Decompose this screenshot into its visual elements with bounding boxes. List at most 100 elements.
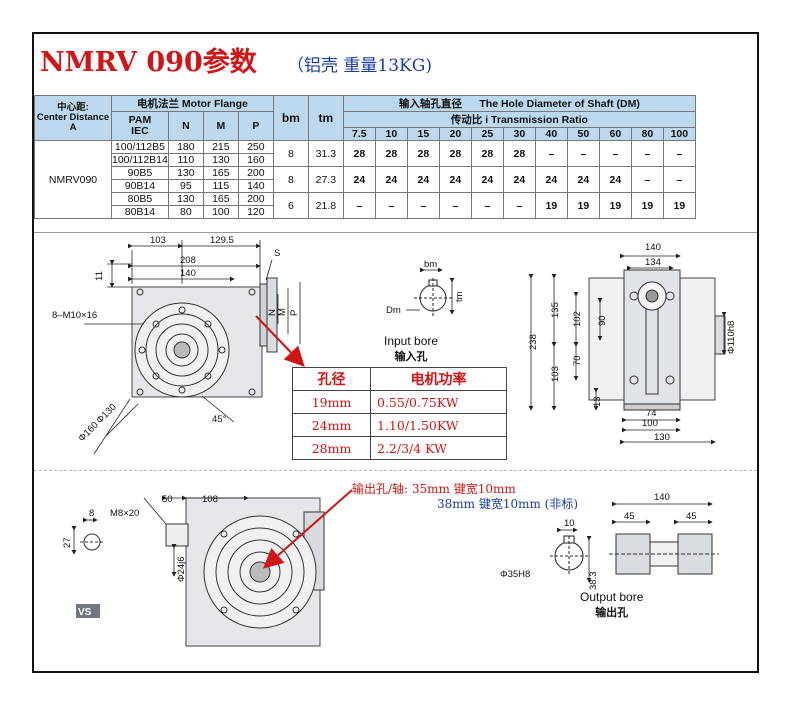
svg-text:27: 27 [62,537,73,548]
power-table: 孔径 电机功率 19mm 0.55/0.75KW 24mm 1.10/1.50K… [292,367,507,460]
hole-diameter-cell: – [374,192,408,219]
svg-text:S: S [274,248,280,259]
power-value: 1.10/1.50KW [370,413,507,437]
svg-text:Φ110h8: Φ110h8 [726,321,737,354]
page-subtitle: （铝壳 重量13KG) [287,56,432,76]
section-divider [34,470,757,471]
output-bore-caption: Output bore 输出孔 [580,590,644,619]
output-shaft-labels: 140 45 45 [624,492,697,522]
svg-text:Φ24j6: Φ24j6 [176,556,187,582]
svg-text:bm: bm [424,259,437,270]
svg-text:Dm: Dm [386,305,401,316]
svg-text:10: 10 [564,518,575,529]
ratio-header: 传动比 i Transmission Ratio [342,111,696,128]
svg-text:8: 8 [89,508,94,519]
svg-text:13: 13 [592,396,603,407]
vs-badge: VS [76,604,100,618]
hole-diameter-cell: 24 [438,166,472,193]
output-pointer-arrow [263,489,353,569]
hole-diameter-cell: 28 [470,140,504,167]
p-header: P [237,111,274,141]
output-note-35: 输出孔/轴: 35mm 键宽10mm [352,482,516,496]
side-view-drawing [588,269,726,411]
input-bore-caption: Input bore 输入孔 [384,334,439,363]
svg-text:P: P [289,310,300,316]
ratio-cell: 40 [534,127,568,141]
svg-text:45: 45 [624,511,635,522]
flange-dim-cell: 100 [202,205,239,219]
ratio-cell: 15 [406,127,440,141]
svg-text:140: 140 [654,492,670,503]
svg-text:102: 102 [572,311,583,327]
hole-diameter-cell: 19 [662,192,696,219]
svg-text:8–M10×16: 8–M10×16 [52,310,97,321]
svg-text:108: 108 [202,494,218,505]
ratio-cell: 10 [374,127,408,141]
svg-text:140: 140 [645,242,661,253]
svg-text:Φ35H8: Φ35H8 [500,569,530,580]
hole-diameter-cell: – [438,192,472,219]
svg-text:208: 208 [180,255,196,266]
power-bore: 19mm [292,390,371,414]
ratio-cell: 20 [438,127,472,141]
power-header-bore: 孔径 [292,367,371,391]
svg-text:tm: tm [454,291,465,302]
pointer-arrow [255,315,305,367]
power-value: 0.55/0.75KW [370,390,507,414]
hole-diameter-cell: – [630,140,664,167]
svg-text:140: 140 [180,268,196,279]
output-bore-drawing [550,527,592,583]
shaft-hole-header: 输入轴孔直径 The Hole Diameter of Shaft (DM) [342,95,696,112]
output-view-drawing [80,497,325,647]
svg-text:Φ160: Φ160 [76,420,100,444]
hole-diameter-cell: – [470,192,504,219]
power-bore: 24mm [292,413,371,437]
tm-cell: 27.3 [307,166,344,193]
motor-flange-header: 电机法兰 Motor Flange [111,95,274,112]
svg-text:VS: VS [78,607,92,618]
svg-text:134: 134 [645,257,661,268]
spec-sheet: NMRV 090参数 （铝壳 重量13KG) 中心距:Center Distan… [32,32,759,673]
svg-text:238: 238 [528,334,539,350]
svg-text:90: 90 [597,315,608,326]
output-shaft-drawing [609,533,719,575]
input-bore-labels: bm tm Dm [386,259,465,316]
hole-diameter-cell: 19 [566,192,600,219]
svg-text:100: 100 [642,418,658,429]
power-bore: 28mm [292,436,371,460]
svg-text:45: 45 [686,511,697,522]
svg-text:130: 130 [654,432,670,443]
hole-diameter-cell: 19 [598,192,632,219]
input-bore-drawing [406,267,455,318]
svg-text:11: 11 [94,271,105,281]
ratio-cell: 60 [598,127,632,141]
m-header: M [202,111,239,141]
hole-diameter-cell: 19 [534,192,568,219]
svg-text:M: M [277,308,288,316]
svg-text:45°: 45° [212,414,227,425]
power-header-motor: 电机功率 [370,367,507,391]
svg-text:70: 70 [572,355,583,366]
svg-text:38.3: 38.3 [588,572,599,591]
output-view-labels: 8 27 M8×20 50 108 Φ24j6 [62,494,218,582]
svg-text:129.5: 129.5 [210,235,234,246]
svg-text:74: 74 [646,408,657,419]
svg-text:103: 103 [150,235,166,246]
hole-diameter-cell: – [630,166,664,193]
model-cell: NMRV090 [34,140,112,219]
svg-text:M8×20: M8×20 [110,508,139,519]
svg-text:103: 103 [550,366,561,382]
page-title: NMRV 090参数 [40,47,257,78]
svg-text:135: 135 [550,302,561,318]
section-divider [34,232,757,233]
front-view-drawing [131,277,278,398]
hole-diameter-cell: – [598,140,632,167]
bm-cell: 6 [272,192,309,219]
technical-drawings: 103 129.5 208 140 11 S 8–M10×16 N M P Φ1… [52,235,737,647]
